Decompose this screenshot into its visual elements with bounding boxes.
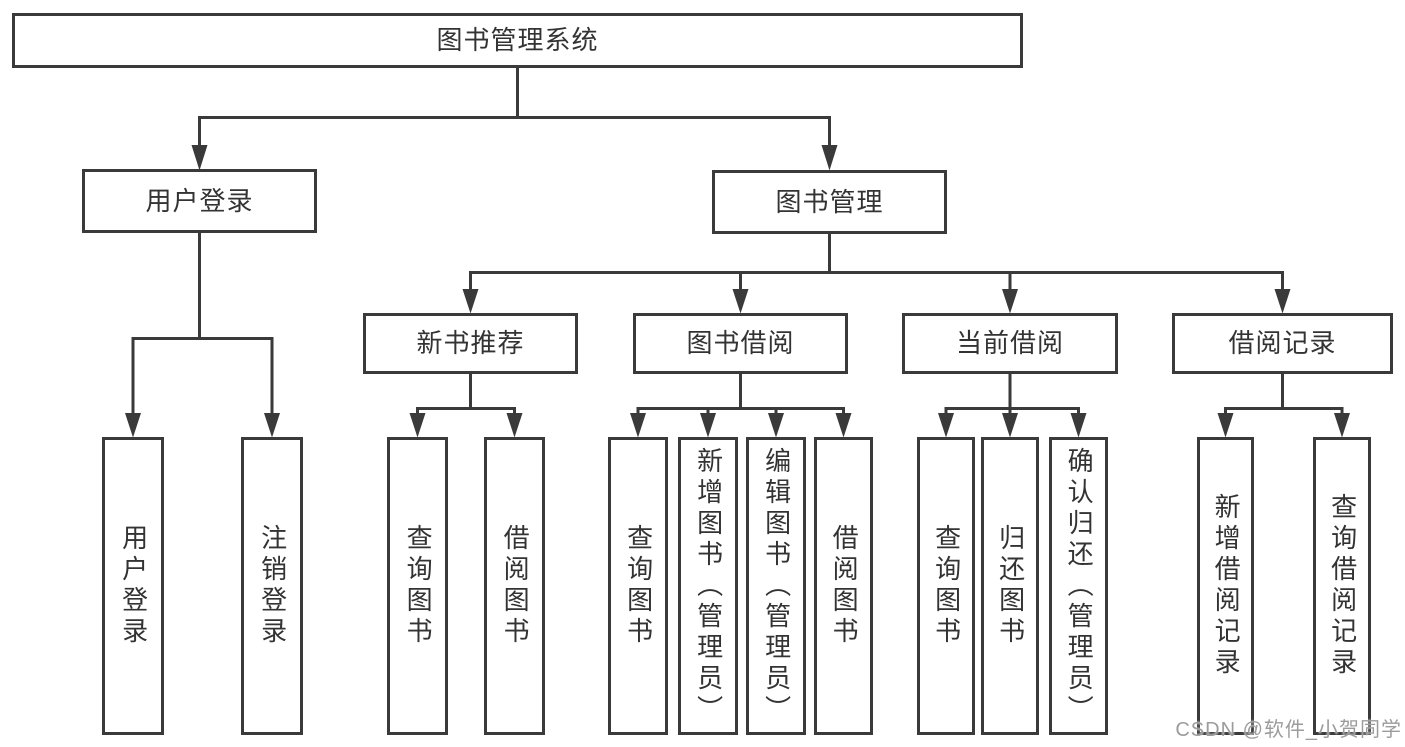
arrowhead-icon bbox=[1002, 413, 1018, 438]
connector-root-to-level2 bbox=[198, 68, 831, 146]
arrowhead-icon bbox=[264, 413, 280, 438]
arrowhead-icon bbox=[409, 413, 426, 438]
arrowhead-icon bbox=[938, 413, 954, 438]
node-book-management: 图书管理 bbox=[712, 170, 947, 234]
leaf-return-book: 归还图书 bbox=[981, 437, 1039, 735]
leaf-query-books-current: 查询图书 bbox=[917, 437, 975, 735]
arrowhead-icon bbox=[1070, 413, 1087, 438]
leaf-add-borrow-record: 新增借阅记录 bbox=[1197, 437, 1254, 735]
node-current-borrow: 当前借阅 bbox=[902, 313, 1118, 374]
leaf-borrow-books: 借阅图书 bbox=[814, 437, 873, 735]
leaf-logout: 注销登录 bbox=[241, 437, 303, 735]
node-book-borrow: 图书借阅 bbox=[633, 313, 848, 374]
leaf-edit-book-admin: 编辑图书（管理员） bbox=[746, 437, 806, 735]
node-new-book-recommend: 新书推荐 bbox=[363, 313, 578, 374]
arrowhead-icon bbox=[125, 413, 141, 438]
node-root-system: 图书管理系统 bbox=[12, 13, 1023, 68]
node-user-login: 用户登录 bbox=[82, 169, 317, 233]
arrowhead-icon bbox=[768, 413, 784, 438]
arrowhead-icon bbox=[821, 145, 838, 171]
leaf-query-borrow-record: 查询借阅记录 bbox=[1313, 437, 1371, 735]
arrowhead-icon bbox=[462, 289, 479, 314]
arrowhead-icon bbox=[506, 413, 523, 438]
arrowhead-icon bbox=[1217, 413, 1234, 438]
connector-book-management-to-level3 bbox=[469, 234, 1284, 290]
leaf-confirm-return-admin: 确认归还（管理员） bbox=[1049, 437, 1108, 735]
leaf-query-books-recommend: 查询图书 bbox=[387, 437, 448, 735]
connector-new-book-recommend-to-leaves bbox=[416, 374, 516, 414]
connector-book-borrow-to-leaves bbox=[636, 374, 845, 414]
arrowhead-icon bbox=[1274, 289, 1291, 314]
connector-borrow-records-to-leaves bbox=[1224, 374, 1344, 414]
leaf-user-login: 用户登录 bbox=[102, 437, 164, 735]
arrowhead-icon bbox=[835, 413, 852, 438]
arrowhead-icon bbox=[630, 413, 646, 438]
arrowhead-icon bbox=[700, 413, 716, 438]
leaf-query-books-borrow: 查询图书 bbox=[608, 437, 668, 735]
connector-user-login-to-leaves bbox=[131, 233, 274, 414]
csdn-watermark: CSDN @软件_小贺同学 bbox=[1175, 719, 1402, 741]
node-borrow-records: 借阅记录 bbox=[1172, 313, 1393, 374]
leaf-borrow-books-recommend: 借阅图书 bbox=[484, 437, 545, 735]
leaf-add-book-admin: 新增图书（管理员） bbox=[678, 437, 738, 735]
arrowhead-icon bbox=[1002, 289, 1018, 314]
connector-current-borrow-to-leaves bbox=[944, 374, 1080, 414]
arrowhead-icon bbox=[732, 289, 749, 314]
arrowhead-icon bbox=[191, 145, 208, 171]
arrowhead-icon bbox=[1334, 413, 1350, 438]
